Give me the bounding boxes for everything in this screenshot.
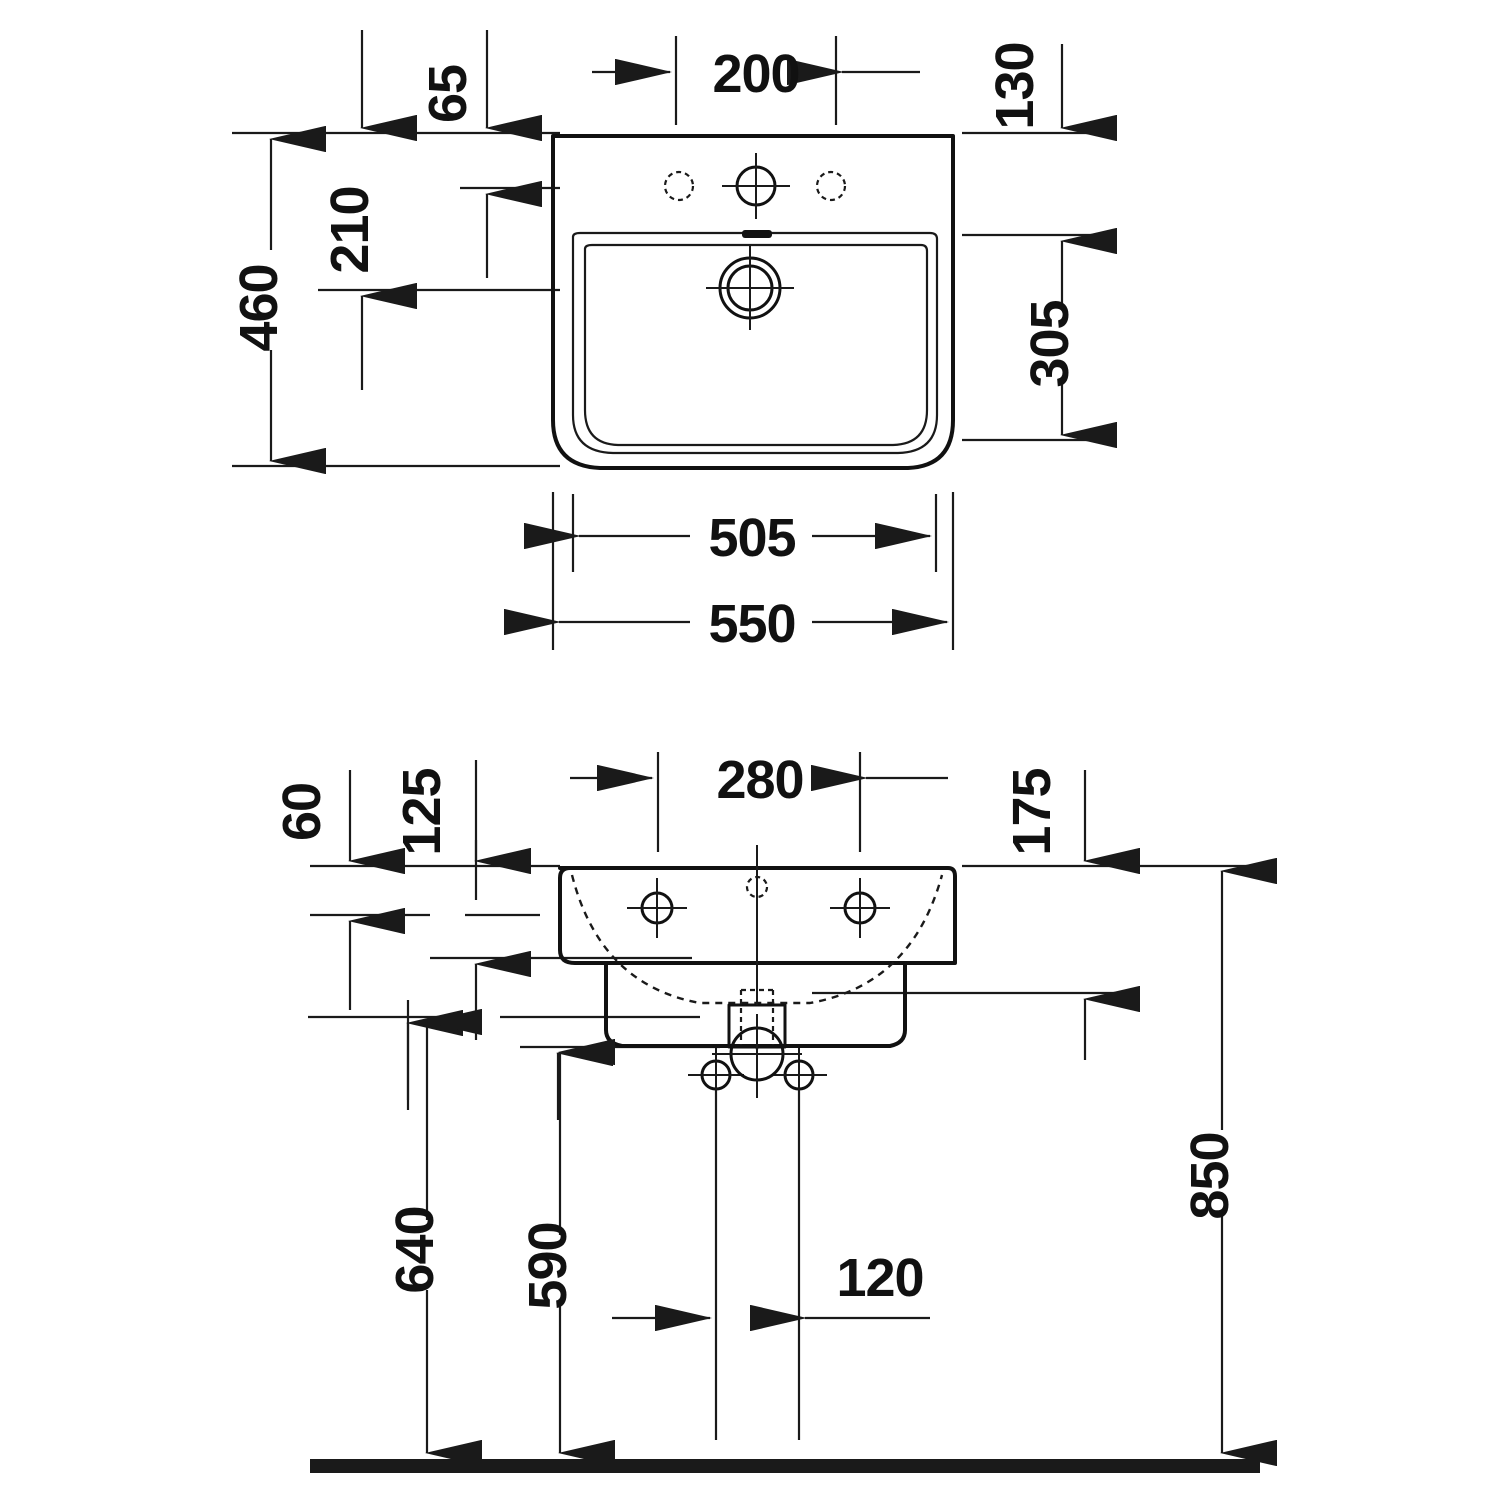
dim-65-label: 65 — [418, 65, 478, 123]
dim-505: 505 — [524, 494, 938, 572]
top-view-basin-outline — [551, 134, 955, 470]
dim-175-label: 175 — [1002, 768, 1062, 855]
dim-200: 200 — [592, 36, 920, 125]
dim-850: 850 — [1180, 857, 1277, 1467]
dim-120-label: 120 — [836, 1248, 923, 1308]
dim-125-label: 125 — [392, 768, 452, 855]
top-view-tap-hole — [722, 153, 790, 219]
floor-line — [310, 1459, 1260, 1473]
dim-200-label: 200 — [712, 44, 799, 104]
dim-550: 550 — [504, 492, 955, 654]
top-view-drain-hole — [706, 245, 794, 330]
dim-60: 60 — [272, 770, 405, 875]
top-view-optional-tap-holes — [663, 170, 847, 202]
dim-120: 120 — [612, 1248, 930, 1332]
dim-125: 125 — [392, 760, 531, 875]
dim-460: 460 — [229, 125, 326, 475]
dim-210-label: 210 — [320, 186, 380, 273]
front-view-vertical-extension-lines — [406, 840, 801, 1440]
dim-130-label: 130 — [985, 42, 1045, 129]
front-view-mounting-holes — [627, 878, 890, 938]
dim-175: 175 — [1002, 768, 1140, 875]
dim-460-label: 460 — [229, 264, 289, 351]
dim-280-label: 280 — [716, 750, 803, 810]
dim-60-label: 60 — [272, 783, 332, 841]
overflow-slot — [742, 230, 772, 238]
dim-130: 130 — [985, 42, 1117, 142]
dim-550-label: 550 — [708, 594, 795, 654]
dim-640-label: 640 — [385, 1206, 445, 1293]
dim-590: 590 — [518, 1038, 615, 1467]
dim-65: 65 — [418, 30, 542, 142]
dim-590-label: 590 — [518, 1222, 578, 1309]
dim-280: 280 — [570, 750, 948, 852]
dim-850-label: 850 — [1180, 1132, 1240, 1219]
dim-210: 210 — [320, 30, 417, 390]
dim-305: 305 — [1020, 227, 1117, 449]
dim-505-label: 505 — [708, 508, 795, 568]
front-view-overflow — [745, 845, 769, 1005]
dim-305-label: 305 — [1020, 300, 1080, 387]
dim-640: 640 — [385, 1008, 482, 1467]
front-view-drain-outlet — [712, 1014, 802, 1098]
